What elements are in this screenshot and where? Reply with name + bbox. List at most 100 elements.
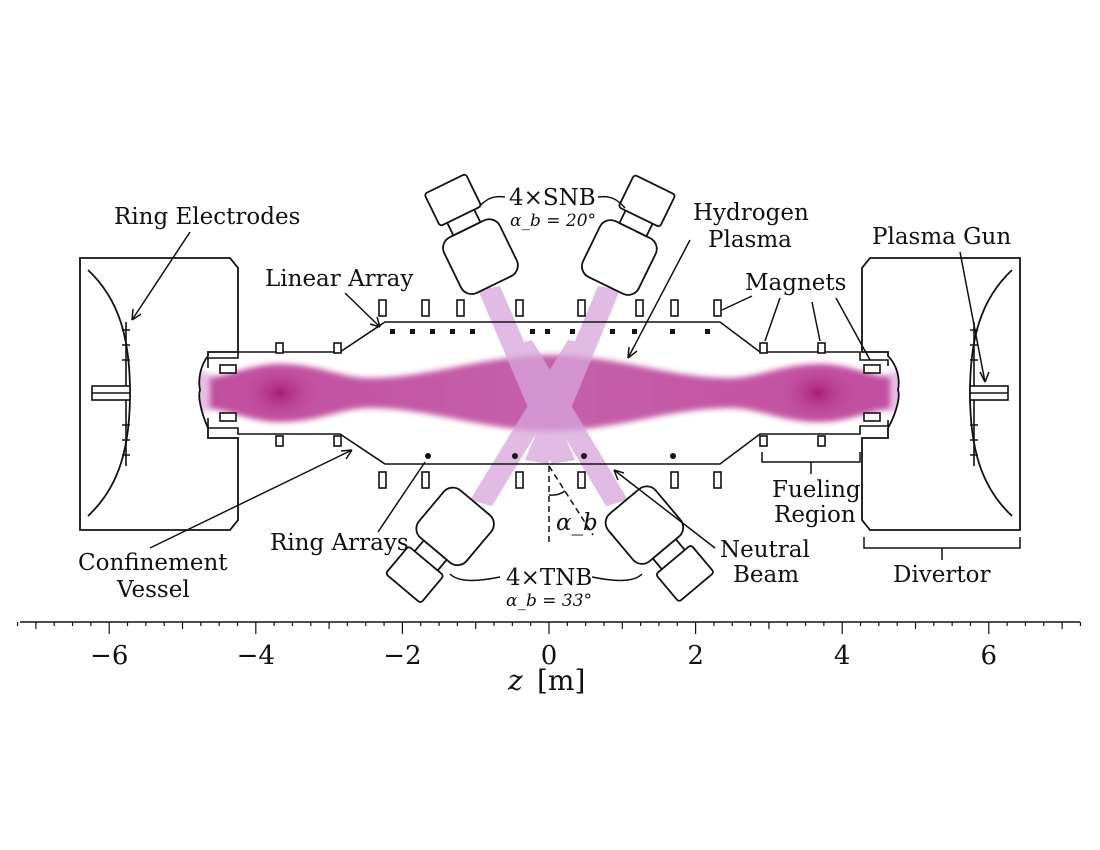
magnet xyxy=(817,435,826,447)
magnet xyxy=(515,299,524,317)
lower-central-magnets xyxy=(378,471,722,489)
right-neck-top xyxy=(863,364,881,374)
magnet xyxy=(817,342,826,354)
magnets xyxy=(275,299,826,489)
magnet xyxy=(713,471,722,489)
axis-tick-label: 6 xyxy=(981,641,998,671)
plasma-gun-arrow xyxy=(959,251,986,383)
axis-tick-label: 0 xyxy=(541,641,558,671)
probe xyxy=(530,329,535,334)
tnb-arrow-left xyxy=(449,573,501,582)
magnets-arrow-2 xyxy=(764,297,781,342)
z-axis: −6 −4 −2 0 2 4 6 xyxy=(16,621,1082,671)
tnb-injector-right xyxy=(604,485,714,602)
left-divertor xyxy=(79,257,239,531)
tnb-arrow-right xyxy=(591,573,643,582)
magnets-arrow-3 xyxy=(811,301,821,342)
beam-label: Beam xyxy=(733,562,799,588)
probe xyxy=(430,329,435,334)
snb-source-right xyxy=(618,174,676,228)
probe xyxy=(570,329,575,334)
snb-injector-right xyxy=(581,174,676,296)
plasma-label: Plasma xyxy=(708,227,792,253)
alpha-b-label: α_b xyxy=(556,510,598,536)
divertor-label: Divertor xyxy=(893,562,990,588)
magnet xyxy=(577,471,586,489)
tnb-source-right xyxy=(656,545,714,602)
neutral-label: Neutral xyxy=(720,537,810,563)
magnets-label: Magnets xyxy=(745,270,846,296)
probe xyxy=(670,329,675,334)
magnet xyxy=(577,299,586,317)
hydrogen-arrow xyxy=(627,239,691,359)
hydrogen-label: Hydrogen xyxy=(693,200,809,226)
magnet xyxy=(635,299,644,317)
magnet xyxy=(670,299,679,317)
confinement-arrow xyxy=(149,449,353,549)
vessel-upper-wall xyxy=(207,321,889,368)
magnet xyxy=(333,342,342,354)
magnet xyxy=(378,299,387,317)
tnb-injector-left xyxy=(385,486,495,603)
snb-source-left xyxy=(424,173,482,227)
magnets-arrow-4 xyxy=(835,297,871,361)
snb-arrow-left xyxy=(477,195,506,209)
axis-label-var: z xyxy=(507,664,523,697)
tnb-count-label: 4×TNB xyxy=(506,565,592,591)
vessel-lower-wall xyxy=(207,418,889,465)
region-label: Region xyxy=(774,502,856,528)
leader-arrows xyxy=(131,195,1021,582)
probe xyxy=(632,329,637,334)
annotation-labels: Ring Electrodes Linear Array 4×SNB α_b =… xyxy=(78,185,1011,611)
left-plasma-hotspot xyxy=(240,363,320,423)
ring-arrays-label: Ring Arrays xyxy=(270,530,409,556)
fueling-bracket xyxy=(761,452,861,474)
magnet xyxy=(759,342,768,354)
right-plasma-hotspot xyxy=(778,363,858,423)
axis-label-unit: [m] xyxy=(537,664,585,697)
probe xyxy=(705,329,710,334)
snb-count-label: 4×SNB xyxy=(509,185,596,211)
linear-array xyxy=(390,329,710,334)
magnet xyxy=(456,299,465,317)
tnb-source-left xyxy=(385,546,444,603)
linear-array-arrow xyxy=(344,292,381,328)
confinement-vessel xyxy=(207,321,889,465)
neutral-beam-arrow xyxy=(613,469,716,549)
magnets-arrow-1 xyxy=(721,295,753,311)
axis-tick-label: −6 xyxy=(90,641,128,671)
ring-array-probe xyxy=(581,453,587,459)
tnb-angle-label: α_b = 33° xyxy=(506,591,592,611)
beam-angle-indicator: α_b xyxy=(548,465,598,545)
right-divertor xyxy=(861,257,1021,531)
magnet xyxy=(275,342,284,354)
snb-beam-right xyxy=(525,286,620,464)
magnet xyxy=(759,435,768,447)
magnet xyxy=(713,299,722,317)
axis-tick-label: 4 xyxy=(834,641,851,671)
probe xyxy=(610,329,615,334)
axis-tick-label: −4 xyxy=(237,641,275,671)
magnet xyxy=(275,435,284,447)
vessel-label: Vessel xyxy=(116,577,190,603)
axis-tick-label: 2 xyxy=(687,641,704,671)
axis-tick-label: −2 xyxy=(383,641,421,671)
probe xyxy=(545,329,550,334)
snb-injector-left xyxy=(424,173,519,295)
divertor-bracket xyxy=(863,537,1021,560)
probe xyxy=(450,329,455,334)
ring-arrays-arrow xyxy=(377,461,426,533)
left-neck-top xyxy=(219,364,237,374)
magnet xyxy=(421,299,430,317)
magnet xyxy=(670,471,679,489)
probe xyxy=(470,329,475,334)
linear-array-label: Linear Array xyxy=(265,266,413,292)
plasma-gun-label: Plasma Gun xyxy=(872,224,1011,250)
snb-arrow-right xyxy=(597,195,626,209)
left-neck-bottom xyxy=(219,412,237,422)
magnet xyxy=(333,435,342,447)
ring-array-probe xyxy=(425,453,431,459)
ring-array-probe xyxy=(670,453,676,459)
